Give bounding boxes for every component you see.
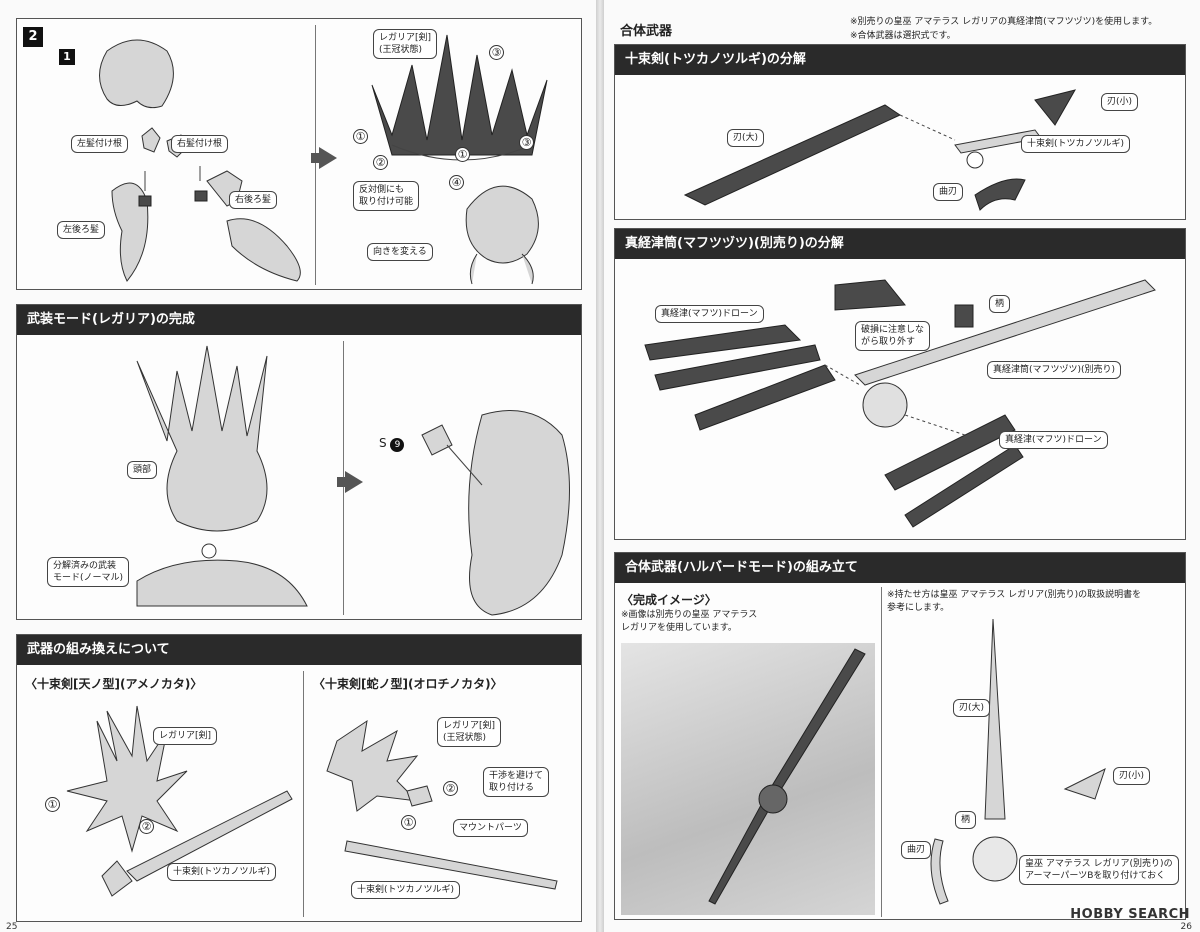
arrow-body <box>337 477 347 487</box>
armed-mode-panel: 武装モード(レガリア)の完成 頭部 分解済みの武装 モード(ノーマル) S 9 <box>16 304 582 620</box>
num-3a: ③ <box>489 45 504 60</box>
combined-title: 合体武器 <box>620 24 673 39</box>
s-letter: S <box>379 436 387 450</box>
label-handle: 柄 <box>955 811 977 829</box>
num-1: ① <box>401 815 416 830</box>
label-curved-blade: 曲刃 <box>901 841 932 859</box>
num-3b: ③ <box>519 135 534 150</box>
label-totsuka: 十束剣(トツカノツルギ) <box>1021 135 1131 153</box>
label-left-back-hair: 左後ろ髪 <box>57 221 106 239</box>
label-regalia-sword: レガリア[剣] <box>153 727 218 745</box>
num-2: ② <box>139 819 154 834</box>
sub-title-orochi: 〈十束剣[蛇ノ型](オロチノカタ)〉 <box>313 677 503 691</box>
ame-illustration <box>66 705 293 897</box>
halberd-panel: 合体武器(ハルバードモード)の組み立て 〈完成イメージ〉 ※画像は別売りの皇巫 … <box>614 552 1186 920</box>
totsuka-panel: 十束剣(トツカノツルギ)の分解 刃(大) 刃(小) 十束剣(トツカノツルギ) 曲… <box>614 44 1186 220</box>
head-illustration <box>465 185 539 285</box>
step-number: 2 <box>23 27 43 47</box>
left-page: 2 1 左髪付け根 右髪付け根 左後ろ髪 右後ろ髪 レガリア[剣] (王冠状態)… <box>0 0 596 932</box>
label-totsuka: 十束剣(トツカノツルギ) <box>167 863 277 881</box>
complete-image-title: 〈完成イメージ〉 <box>621 593 717 607</box>
sub-title-ame: 〈十束剣[天ノ型](アメノカタ)〉 <box>25 677 203 691</box>
label-change-direction: 向きを変える <box>367 243 433 261</box>
num-4: ④ <box>449 175 464 190</box>
label-disassembled: 分解済みの武装 モード(ノーマル) <box>47 557 130 587</box>
armed-head-illustration <box>136 345 308 607</box>
hold-note: ※持たせ方は皇巫 アマテラス レガリア(別売り)の取扱説明書を 参考にします。 <box>887 590 1142 613</box>
label-right-hair-root: 右髪付け根 <box>171 135 229 153</box>
label-head: 頭部 <box>127 461 158 479</box>
num-1: ① <box>45 797 60 812</box>
label-totsuka-2: 十束剣(トツカノツルギ) <box>351 881 461 899</box>
divider <box>303 671 304 917</box>
label-blade-large: 刃(大) <box>953 699 991 717</box>
next-arrow <box>345 471 363 493</box>
label-tube: 真経津筒(マフツヅツ)(別売り) <box>987 361 1122 379</box>
orochi-illustration <box>326 719 558 890</box>
s-number: 9 <box>390 438 405 452</box>
halberd-illustration <box>930 618 1106 905</box>
page-number-left: 25 <box>6 922 18 932</box>
book-spine <box>596 0 604 932</box>
totsuka-title: 十束剣(トツカノツルギ)の分解 <box>615 45 1185 75</box>
label-avoid-interference: 干渉を避けて 取り付ける <box>483 767 550 797</box>
sub-step-number: 1 <box>59 49 75 65</box>
totsuka-illustration <box>683 89 1077 211</box>
next-arrow <box>319 147 337 169</box>
num-2: ② <box>443 781 458 796</box>
hair-illustration <box>99 39 301 282</box>
photo-weapon <box>708 648 866 905</box>
mafutsu-title: 真経津筒(マフツヅツ)(別売り)の分解 <box>615 229 1185 259</box>
image-note: ※画像は別売りの皇巫 アマテラス レガリアを使用しています。 <box>621 610 758 633</box>
label-blade-small: 刃(小) <box>1101 93 1139 111</box>
s-part-label: S 9 <box>379 436 405 452</box>
num-2: ② <box>373 155 388 170</box>
weapon-swap-panel: 武器の組み換えについて 〈十束剣[天ノ型](アメノカタ)〉 〈十束剣[蛇ノ型](… <box>16 634 582 922</box>
armed-body-illustration <box>421 410 570 616</box>
divider <box>881 587 882 917</box>
mafutsu-illustration <box>644 279 1156 528</box>
right-page: 合体武器 ※別売りの皇巫 アマテラス レガリアの真経津筒(マフツヅツ)を使用しま… <box>604 0 1200 932</box>
label-armor-note: 皇巫 アマテラス レガリア(別売り)の アーマーパーツBを取り付けておく <box>1019 855 1179 885</box>
halberd-title: 合体武器(ハルバードモード)の組み立て <box>615 553 1185 583</box>
label-drone-top: 真経津(マフツ)ドローン <box>655 305 764 323</box>
label-right-back-hair: 右後ろ髪 <box>229 191 278 209</box>
arrow-body <box>311 153 321 163</box>
label-blade-small: 刃(小) <box>1113 767 1151 785</box>
label-mount-parts: マウントパーツ <box>453 819 528 837</box>
label-regalia-crown: レガリア[剣] (王冠状態) <box>437 717 502 747</box>
step2-panel: 2 1 左髪付け根 右髪付け根 左後ろ髪 右後ろ髪 レガリア[剣] (王冠状態)… <box>16 18 582 290</box>
label-careful: 破損に注意しな がら取り外す <box>855 321 931 351</box>
mafutsu-panel: 真経津筒(マフツヅツ)(別売り)の分解 真経津(マフツ)ドローン 破損に注意しな… <box>614 228 1186 540</box>
weapon-swap-title: 武器の組み換えについて <box>17 635 581 665</box>
num-1a: ① <box>353 129 368 144</box>
label-crown: レガリア[剣] (王冠状態) <box>373 29 438 59</box>
label-curved-blade: 曲刃 <box>933 183 964 201</box>
combined-note-2: ※合体武器は選択式です。 <box>850 31 956 41</box>
label-handle: 柄 <box>989 295 1011 313</box>
page-number-right: 26 <box>1180 922 1192 932</box>
label-other-side: 反対側にも 取り付け可能 <box>353 181 420 211</box>
label-blade-large: 刃(大) <box>727 129 765 147</box>
armed-mode-title: 武装モード(レガリア)の完成 <box>17 305 581 335</box>
watermark-logo: HOBBY SEARCH <box>1070 907 1190 922</box>
combined-note-1: ※別売りの皇巫 アマテラス レガリアの真経津筒(マフツヅツ)を使用します。 <box>850 17 1158 27</box>
label-left-hair-root: 左髪付け根 <box>71 135 129 153</box>
num-1b: ① <box>455 147 470 162</box>
label-drone-bottom: 真経津(マフツ)ドローン <box>999 431 1108 449</box>
